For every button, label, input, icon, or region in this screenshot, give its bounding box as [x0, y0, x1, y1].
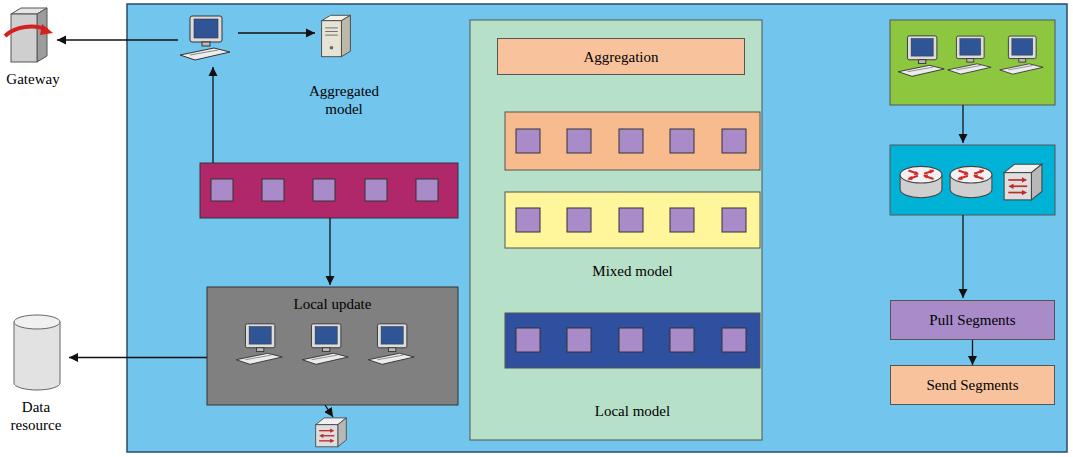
arrow [57, 39, 178, 40]
model-band [619, 208, 643, 232]
model-band [619, 328, 643, 352]
model-band [516, 328, 540, 352]
model-band [567, 129, 591, 153]
computer-icon [368, 324, 414, 364]
database-cylinder [14, 322, 60, 390]
server-icon [322, 15, 351, 56]
model-band [722, 328, 746, 352]
model-band-node: Local model [505, 313, 760, 420]
model-band [670, 328, 694, 352]
node-label: Local update [294, 295, 372, 313]
model-band [416, 179, 438, 201]
gateway-node: Gateway [1, 2, 65, 90]
computer-icon [898, 36, 944, 76]
process-box: Pull Segments [890, 300, 1055, 340]
database-cylinder [14, 315, 60, 390]
router-icon [950, 166, 992, 197]
arrow [325, 405, 333, 417]
model-band-node: Mixed model [505, 192, 760, 280]
model-band [200, 163, 458, 218]
arrow [962, 215, 963, 298]
model-band [262, 179, 284, 201]
computer-icon [302, 324, 348, 364]
node-label: Gateway [6, 70, 59, 88]
database-cylinder [14, 315, 60, 329]
server-node: Aggregated model [295, 12, 393, 118]
gateway-icon [5, 8, 53, 62]
node-label: Aggregated model [299, 82, 389, 118]
model-band [670, 208, 694, 232]
arrow-connector [69, 357, 207, 358]
arrow [962, 105, 963, 143]
model-band [722, 208, 746, 232]
model-band [313, 179, 335, 201]
network-box [890, 145, 1055, 215]
node-label: Local model [595, 402, 670, 420]
model-band [505, 192, 760, 248]
model-band [505, 112, 760, 170]
arrow [238, 32, 315, 33]
node-label: Aggregation [584, 48, 659, 66]
computer-icon [1000, 36, 1043, 74]
process-box: Local update [207, 287, 458, 405]
model-band [567, 208, 591, 232]
client-box [890, 20, 1055, 105]
database-node: Data resource [3, 310, 69, 434]
model-band [516, 208, 540, 232]
model-band [505, 192, 760, 248]
arrow [212, 67, 213, 163]
model-band [567, 328, 591, 352]
model-band [200, 163, 458, 218]
router-icon [900, 166, 942, 197]
gateway-icon [11, 14, 37, 62]
computer-icon [236, 324, 282, 364]
node-label: Data resource [5, 398, 67, 434]
gateway-icon [40, 24, 53, 35]
computer-icon [180, 16, 230, 60]
node-label: Send Segments [926, 376, 1018, 394]
arrow-connector [972, 340, 973, 365]
model-band [211, 179, 233, 201]
model-panel [470, 20, 762, 440]
model-band [722, 129, 746, 153]
model-band [505, 313, 760, 368]
switch-icon [316, 418, 347, 447]
model-band [619, 129, 643, 153]
gateway-icon [37, 8, 47, 62]
switch-icon [1004, 164, 1042, 200]
node-label: Pull Segments [929, 311, 1015, 329]
computer-icon [948, 36, 991, 74]
model-band [670, 129, 694, 153]
model-band [505, 313, 760, 368]
process-box: Send Segments [890, 365, 1055, 405]
process-box: Aggregation [497, 38, 745, 75]
local-update-box [207, 287, 458, 405]
node-label: Mixed model [592, 262, 672, 280]
model-band [516, 129, 540, 153]
arrow [329, 218, 330, 285]
model-band [365, 179, 387, 201]
model-band [505, 112, 760, 170]
main-panel [127, 4, 1067, 452]
